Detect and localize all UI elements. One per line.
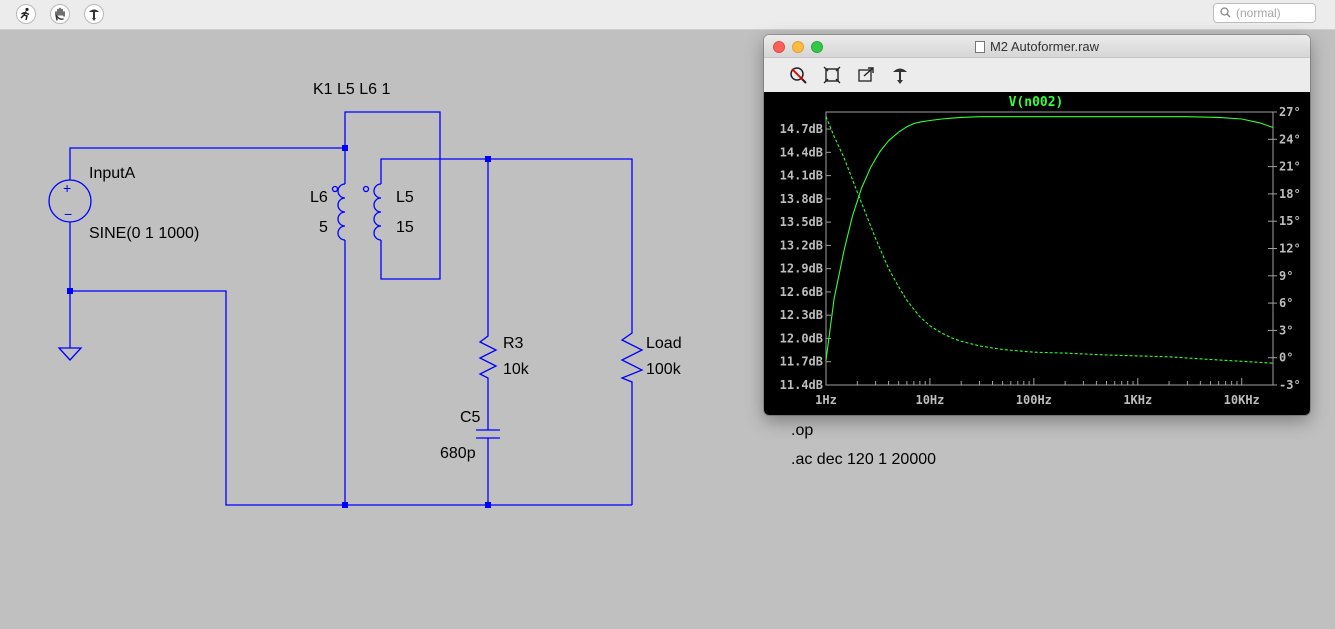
waveform-window[interactable]: M2 Autoformer.raw V(n002) 1Hz 10Hz 100Hz 1K… <box>764 35 1310 415</box>
top-toolbar <box>0 0 1335 30</box>
c5-name: C5 <box>460 409 481 426</box>
l5-value: 15 <box>396 219 414 236</box>
x-tick-label: 10KHz <box>1224 393 1260 407</box>
search-input[interactable] <box>1236 5 1312 21</box>
source-minus: − <box>64 206 72 222</box>
y-left-tick-label: 12.9dB <box>780 262 823 276</box>
plot-pane[interactable]: V(n002) 1Hz 10Hz 100Hz 1KHz 10KHz 14.7dB 14.4d… <box>764 92 1310 415</box>
x-tick-label: 10Hz <box>915 393 944 407</box>
y-right-tick-label: 6° <box>1279 296 1293 310</box>
y-left-tick-label: 11.4dB <box>780 378 823 392</box>
l6-name: L6 <box>310 189 328 206</box>
y-right-tick-label: 3° <box>1279 323 1293 337</box>
ac-directive[interactable]: .ac dec 120 1 20000 <box>791 451 936 468</box>
y-left-tick-label: 13.5dB <box>780 215 823 229</box>
voltage-source-inputa[interactable]: + − <box>48 179 92 223</box>
y-right-tick-label: 0° <box>1279 351 1293 365</box>
plot-toolbar <box>764 58 1310 92</box>
y-left-tick-label: 14.7dB <box>780 122 823 136</box>
search-box[interactable] <box>1213 3 1316 23</box>
x-tick-label: 1Hz <box>815 393 837 407</box>
pan-hand-icon[interactable] <box>50 4 70 24</box>
junctions <box>67 145 491 508</box>
zoom-cancel-icon[interactable] <box>788 65 808 85</box>
document-icon <box>974 41 985 53</box>
y-right-tick-label: -3° <box>1279 378 1301 392</box>
capacitor-c5[interactable] <box>476 429 500 439</box>
run-icon[interactable] <box>16 4 36 24</box>
x-tick-label: 1KHz <box>1123 393 1152 407</box>
trace-title[interactable]: V(n002) <box>1009 95 1064 110</box>
plot-traces <box>825 116 1274 364</box>
x-tick-label: 100Hz <box>1016 393 1052 407</box>
dot-icon <box>362 185 370 193</box>
y-left-tick-label: 13.2dB <box>780 238 823 252</box>
autorange-icon[interactable] <box>822 65 842 85</box>
y-right-tick-label: 21° <box>1279 160 1301 174</box>
y-left-tick-label: 12.6dB <box>780 285 823 299</box>
search-icon <box>1220 7 1231 18</box>
source-value: SINE(0 1 1000) <box>89 225 199 242</box>
resistor-load[interactable] <box>620 325 644 385</box>
dot-icon <box>331 185 339 193</box>
y-right-tick-label: 12° <box>1279 242 1301 256</box>
y-left-tick-label: 12.0dB <box>780 331 823 345</box>
window-titlebar[interactable]: M2 Autoformer.raw <box>764 35 1310 58</box>
y-left-tick-label: 12.3dB <box>780 308 823 322</box>
y-right-tick-label: 15° <box>1279 214 1301 228</box>
inductor-l5[interactable] <box>362 183 382 241</box>
inductor-l6[interactable] <box>331 183 346 241</box>
minimize-button[interactable] <box>792 41 804 53</box>
c5-value: 680p <box>440 445 476 462</box>
magnitude-trace <box>825 116 1274 361</box>
l6-value: 5 <box>319 219 328 236</box>
y-left-tick-label: 13.8dB <box>780 192 823 206</box>
source-plus: + <box>63 180 71 196</box>
resistor-r3[interactable] <box>478 330 498 382</box>
y-right-tick-label: 9° <box>1279 269 1293 283</box>
plot-axes: 1Hz 10Hz 100Hz 1KHz 10KHz 14.7dB 14.4dB 14.1dB 1… <box>780 105 1301 407</box>
coupling-label: K1 L5 L6 1 <box>313 81 391 98</box>
plot-frame <box>825 111 1274 386</box>
zoom-button[interactable] <box>811 41 823 53</box>
y-left-tick-label: 11.7dB <box>780 355 823 369</box>
r3-value: 10k <box>503 361 530 378</box>
load-value: 100k <box>646 361 682 378</box>
load-name: Load <box>646 335 682 352</box>
wires <box>69 111 633 506</box>
y-right-tick-label: 27° <box>1279 105 1301 119</box>
window-title: M2 Autoformer.raw <box>989 39 1100 54</box>
y-right-tick-label: 24° <box>1279 132 1301 146</box>
y-left-tick-label: 14.4dB <box>780 145 823 159</box>
bode-plot[interactable]: V(n002) 1Hz 10Hz 100Hz 1KHz 10KHz 14.7dB 14.4d… <box>764 92 1310 415</box>
y-left-tick-label: 14.1dB <box>780 169 823 183</box>
r3-name: R3 <box>503 335 524 352</box>
op-directive[interactable]: .op <box>791 422 813 439</box>
close-button[interactable] <box>773 41 785 53</box>
ground-icon[interactable] <box>57 347 83 361</box>
probe-icon[interactable] <box>890 65 910 85</box>
probe-icon[interactable] <box>84 4 104 24</box>
l5-name: L5 <box>396 189 414 206</box>
y-right-tick-label: 18° <box>1279 187 1301 201</box>
phase-trace <box>825 116 1274 364</box>
source-name: InputA <box>89 165 136 182</box>
zoom-back-icon[interactable] <box>856 65 876 85</box>
